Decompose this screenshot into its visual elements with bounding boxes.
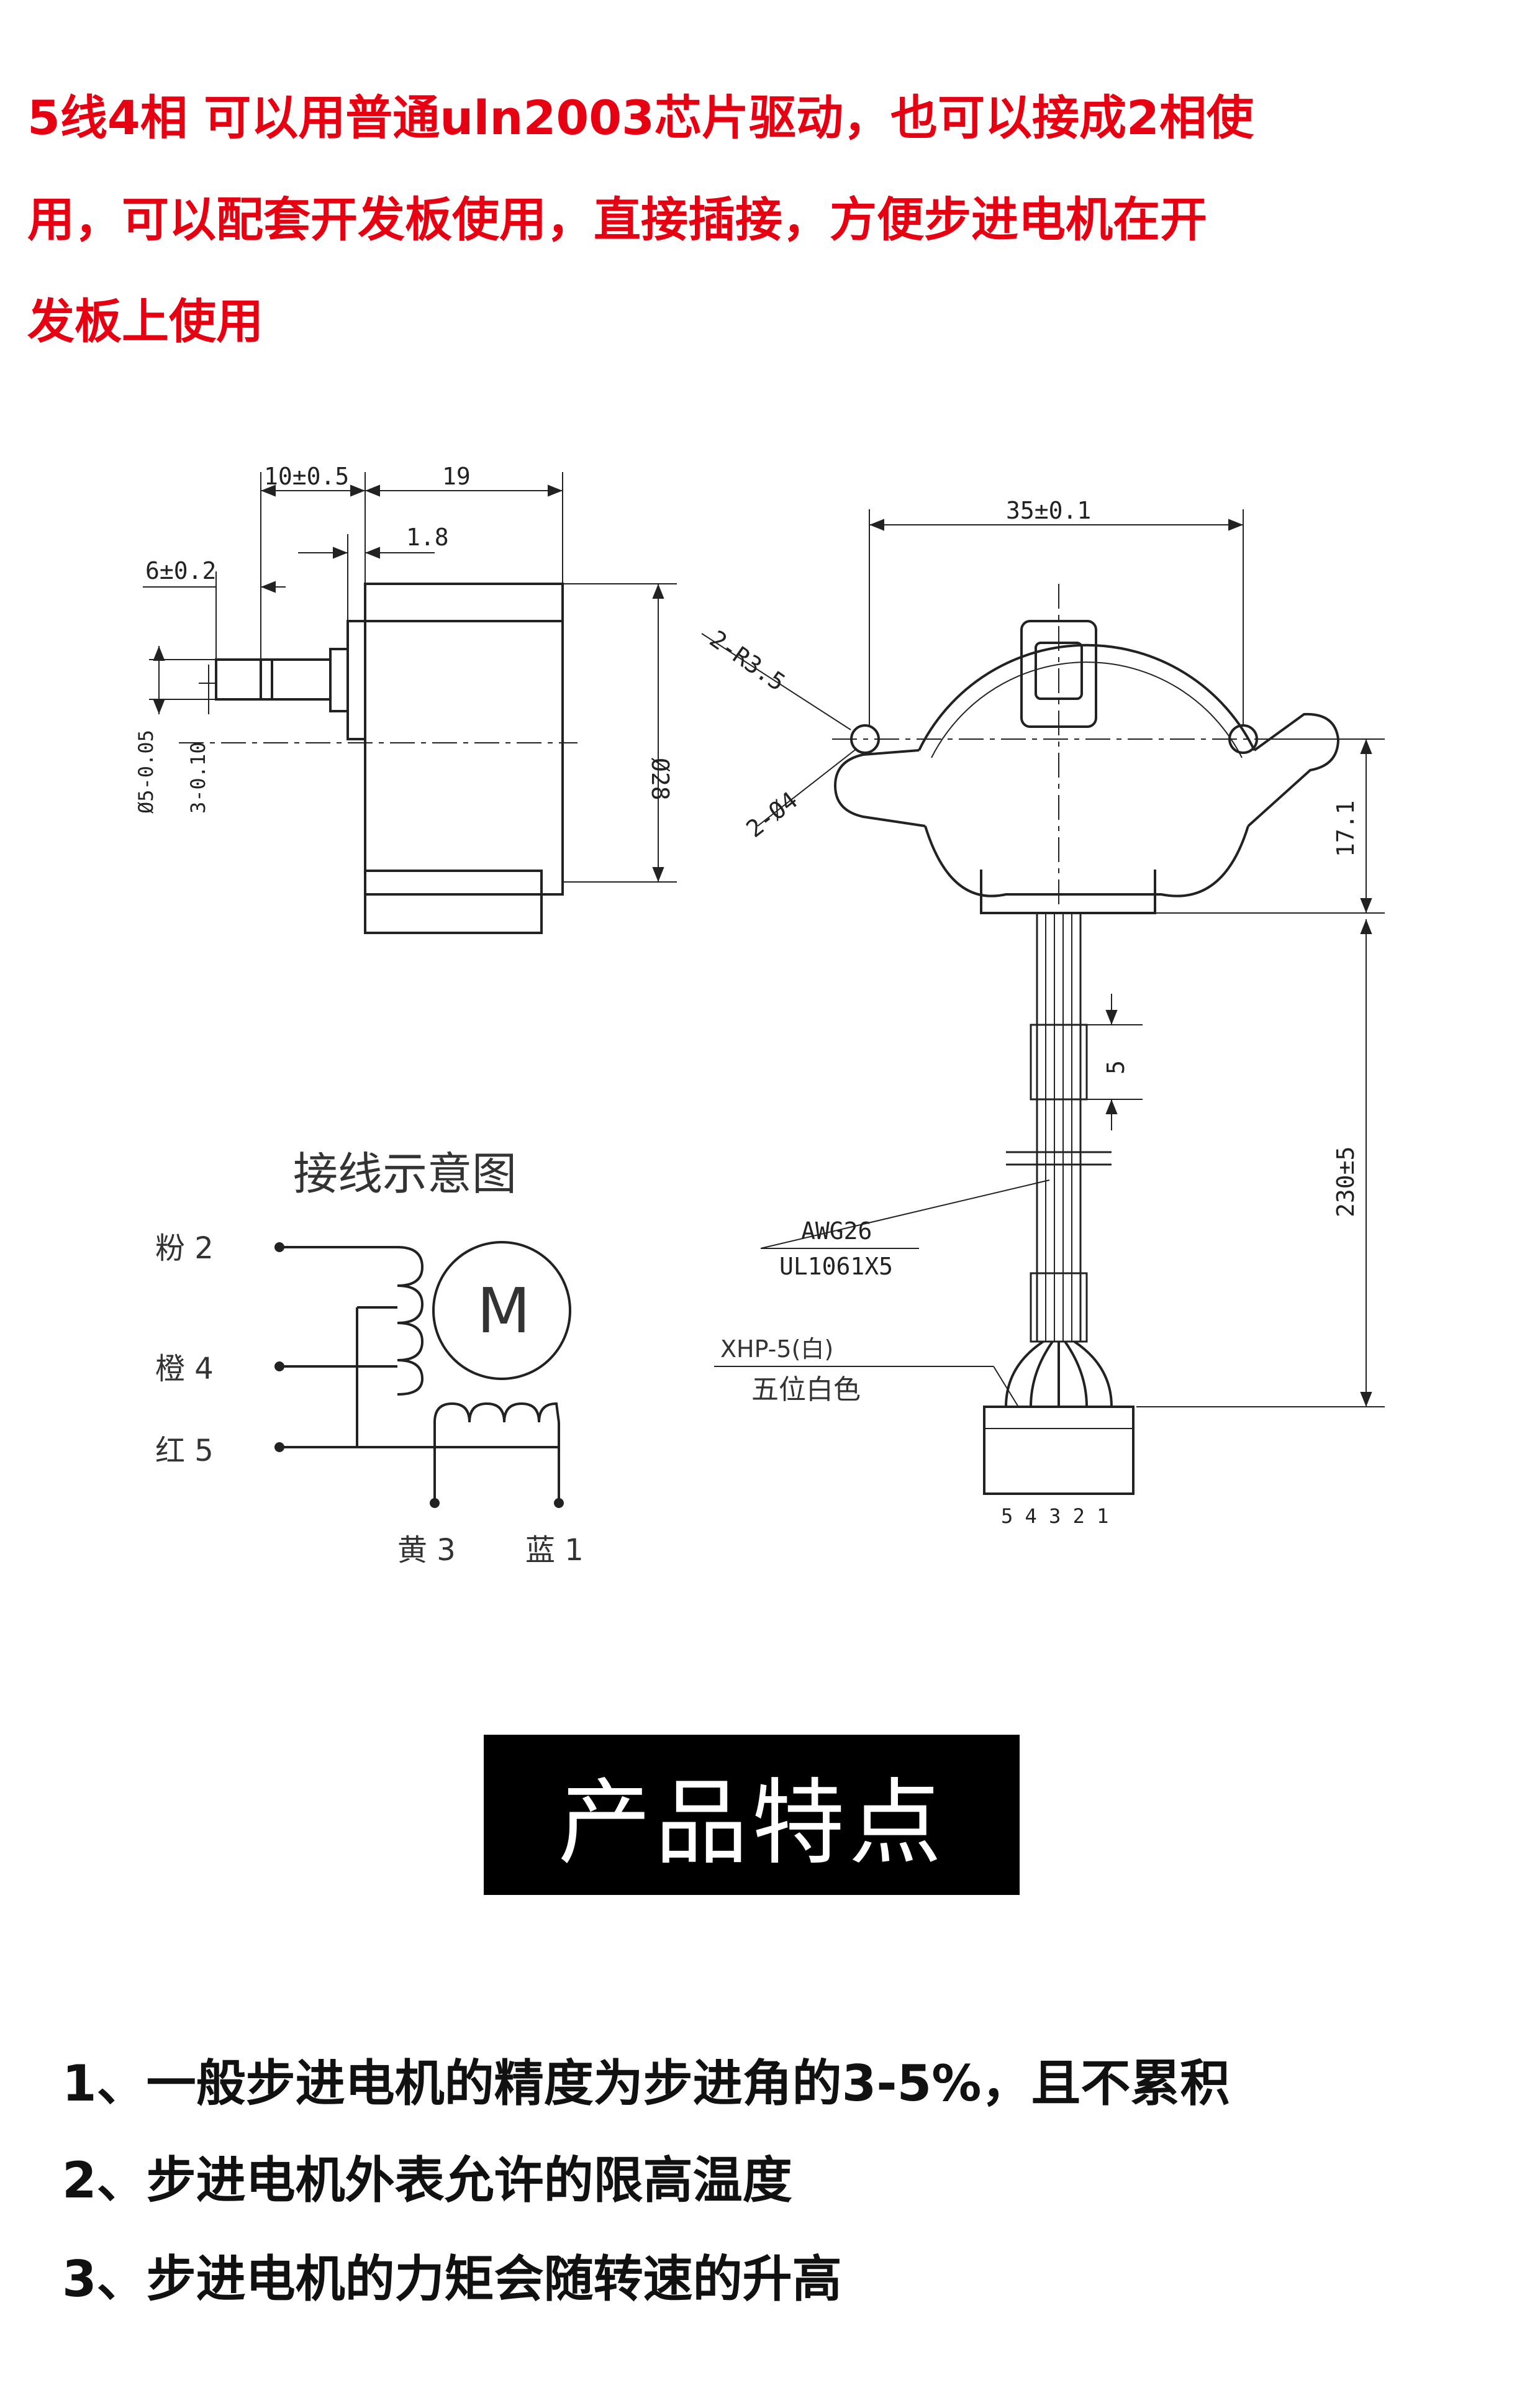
pin-numbers: 5 4 3 2 1 (1001, 1504, 1108, 1528)
side-view (143, 472, 677, 934)
cable-sleeve-lower (1030, 1272, 1088, 1343)
cable-exit (980, 870, 1156, 914)
dim-6: 6±0.2 (145, 557, 216, 584)
feature-item-2: 2、步进电机外表允许的限高温度 (62, 2151, 792, 2209)
motor-body-front (918, 643, 1256, 751)
cable-sleeve (1030, 1024, 1088, 1101)
coil-2 (433, 1402, 560, 1423)
wire-label-red: 红 5 (155, 1433, 214, 1468)
shaft-boss (329, 648, 349, 712)
dim-d5: Ø5-0.05 (134, 730, 158, 814)
feature-item-1: 1、一般步进电机的精度为步进角的3-5%，且不累积 (62, 2055, 1230, 2112)
mounting-flange (346, 620, 366, 740)
connector-model: XHP-5(白) (720, 1335, 833, 1363)
dim-19: 19 (442, 463, 471, 490)
dim-1-8: 1.8 (406, 524, 449, 551)
intro-line-3: 发板上使用 (27, 294, 263, 349)
wire-spec-ul: UL1061X5 (779, 1253, 893, 1280)
dim-35: 35±0.1 (1006, 497, 1091, 524)
front-view (701, 509, 1385, 1495)
wiring-diagram: 接线示意图 粉 2 橙 4 红 5 黄 3 蓝 1 M (155, 1148, 584, 1568)
dim-3: 3-0.10 (186, 742, 210, 814)
connector-xhp5 (983, 1406, 1135, 1495)
wire-label-pink: 粉 2 (155, 1231, 214, 1266)
motor-letter: M (477, 1274, 530, 1347)
intro-text: 5线4相 可以用普通uln2003芯片驱动，也可以接成2相使 用，可以配套开发板… (27, 67, 1505, 373)
mounting-tab-right (1247, 712, 1340, 827)
side-view-dimensions: 10±0.5 19 1.8 6±0.2 Ø28 Ø5-0.05 3-0.10 (134, 463, 674, 814)
dim-r35: 2-R3.5 (705, 625, 790, 696)
motor-body-side (364, 583, 564, 896)
wire-label-blue: 蓝 1 (525, 1533, 584, 1568)
front-view-dimensions: 35±0.1 2-R3.5 2-Ø4 17.1 5 230±5 AWG26 UL… (705, 497, 1359, 1528)
dim-230: 230±5 (1332, 1147, 1359, 1217)
wire-spec-awg: AWG26 (801, 1217, 872, 1245)
wire-label-orange: 橙 4 (155, 1352, 214, 1386)
dim-17: 17.1 (1332, 800, 1359, 857)
motor-symbol (432, 1241, 571, 1380)
cable (1036, 912, 1082, 1343)
dim-10: 10±0.5 (264, 463, 349, 490)
wire-label-yellow: 黄 3 (397, 1533, 456, 1568)
intro-line-2: 用，可以配套开发板使用，直接插接，方便步进电机在开 (27, 192, 1207, 247)
intro-line-1: 5线4相 可以用普通uln2003芯片驱动，也可以接成2相使 (27, 90, 1254, 145)
feature-item-3: 3、步进电机的力矩会随转速的升高 (62, 2250, 842, 2308)
dim-d28: Ø28 (646, 758, 674, 801)
coil-1 (397, 1246, 424, 1396)
connector-housing (364, 870, 543, 934)
wiring-title: 接线示意图 (293, 1148, 517, 1200)
dim-d4: 2-Ø4 (741, 786, 802, 843)
technical-drawing: 10±0.5 19 1.8 6±0.2 Ø28 Ø5-0.05 3-0.10 (134, 463, 1385, 1568)
connector-desc: 五位白色 (751, 1374, 861, 1406)
dim-5: 5 (1102, 1060, 1130, 1074)
section-title: 产品特点 (484, 1735, 1020, 1895)
mounting-tab-left (833, 749, 926, 827)
